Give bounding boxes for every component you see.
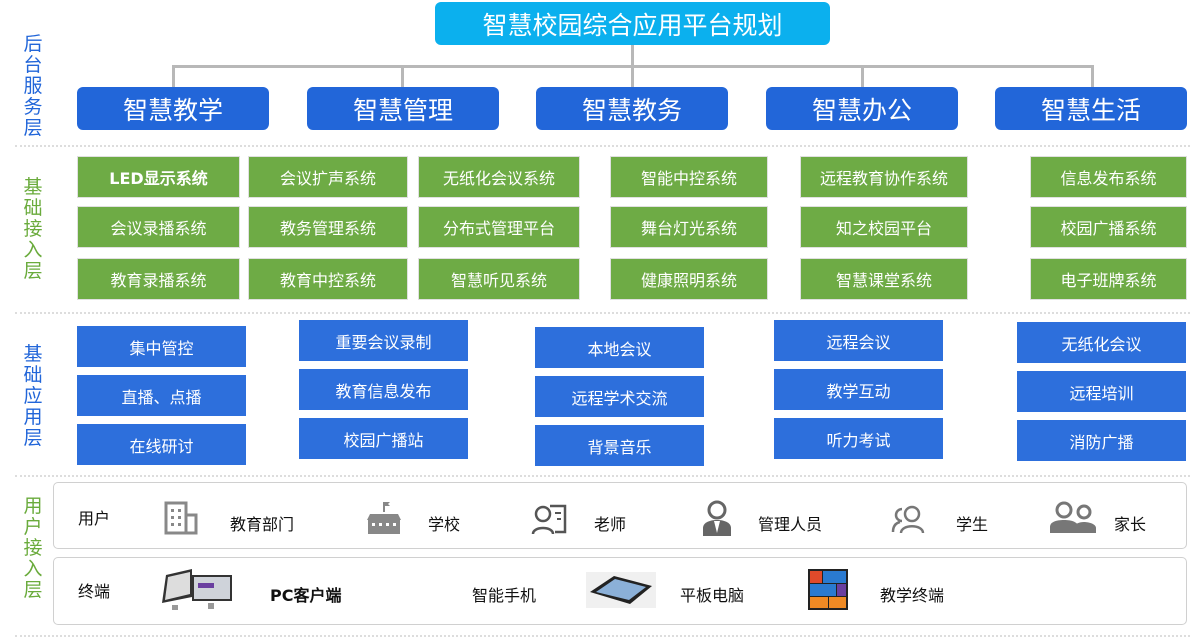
divider [15, 145, 1190, 147]
school-icon [367, 502, 401, 534]
access-system: 舞台灯光系统 [610, 206, 768, 248]
application-item: 无纸化会议 [1017, 322, 1186, 363]
application-item: 背景音乐 [535, 425, 704, 466]
admin-icon [703, 500, 731, 536]
building-icon [164, 501, 198, 535]
user-parent: 家长 [1114, 515, 1147, 534]
application-item: 听力考试 [774, 418, 943, 459]
application-item: 远程培训 [1017, 371, 1186, 412]
terminals-panel [53, 557, 1187, 625]
layer-label-access: 基础接入层 [23, 176, 43, 282]
connector [172, 65, 175, 87]
terminal-teaching: 教学终端 [880, 586, 945, 605]
teacher-icon [531, 504, 567, 535]
access-system: LED显示系统 [77, 156, 240, 198]
service-life: 智慧生活 [995, 87, 1187, 130]
users-panel [53, 482, 1187, 549]
application-item: 远程学术交流 [535, 376, 704, 417]
application-item: 本地会议 [535, 327, 704, 368]
tablet-icon [586, 572, 656, 608]
application-item: 重要会议录制 [299, 320, 468, 361]
access-system: 无纸化会议系统 [418, 156, 580, 198]
connector [172, 65, 1094, 68]
access-system: 校园广播系统 [1030, 206, 1187, 248]
access-system: 智慧课堂系统 [800, 258, 968, 300]
terminals-label: 终端 [78, 582, 111, 601]
access-system: 教育录播系统 [77, 258, 240, 300]
terminal-phone: 智能手机 [472, 586, 537, 605]
divider [15, 635, 1190, 637]
access-system: 教务管理系统 [248, 206, 408, 248]
students-icon [891, 505, 925, 534]
service-office: 智慧办公 [766, 87, 958, 130]
access-system: 会议录播系统 [77, 206, 240, 248]
terminal-pc: PC客户端 [270, 586, 342, 605]
service-teaching: 智慧教学 [77, 87, 269, 130]
user-student: 学生 [956, 515, 989, 534]
access-system: 健康照明系统 [610, 258, 768, 300]
teaching-terminal-icon [808, 569, 848, 610]
layer-label-user: 用户接入层 [23, 495, 43, 601]
parents-icon [1050, 501, 1096, 533]
access-system: 远程教育协作系统 [800, 156, 968, 198]
pc-client-icon [162, 569, 232, 610]
connector [861, 65, 864, 87]
service-management: 智慧管理 [307, 87, 499, 130]
terminal-tablet: 平板电脑 [680, 586, 745, 605]
access-system: 信息发布系统 [1030, 156, 1187, 198]
access-system: 会议扩声系统 [248, 156, 408, 198]
service-academic: 智慧教务 [536, 87, 728, 130]
access-system: 知之校园平台 [800, 206, 968, 248]
access-system: 分布式管理平台 [418, 206, 580, 248]
application-item: 消防广播 [1017, 420, 1186, 461]
layer-label-backend: 后台服务层 [23, 33, 43, 139]
divider [15, 312, 1190, 314]
application-item: 教育信息发布 [299, 369, 468, 410]
users-label: 用户 [78, 509, 111, 528]
application-item: 在线研讨 [77, 424, 246, 465]
access-system: 智能中控系统 [610, 156, 768, 198]
application-item: 校园广播站 [299, 418, 468, 459]
connector [401, 65, 404, 87]
connector [1091, 65, 1094, 87]
access-system: 电子班牌系统 [1030, 258, 1187, 300]
user-teacher: 老师 [594, 515, 627, 534]
platform-title: 智慧校园综合应用平台规划 [435, 2, 830, 45]
application-item: 直播、点播 [77, 375, 246, 416]
application-item: 教学互动 [774, 369, 943, 410]
application-item: 远程会议 [774, 320, 943, 361]
access-system: 智慧听见系统 [418, 258, 580, 300]
user-admin: 管理人员 [758, 515, 823, 534]
user-edu-dept: 教育部门 [230, 515, 295, 534]
application-item: 集中管控 [77, 326, 246, 367]
access-system: 教育中控系统 [248, 258, 408, 300]
divider [15, 475, 1190, 477]
layer-label-app: 基础应用层 [23, 343, 43, 449]
user-school: 学校 [428, 515, 461, 534]
